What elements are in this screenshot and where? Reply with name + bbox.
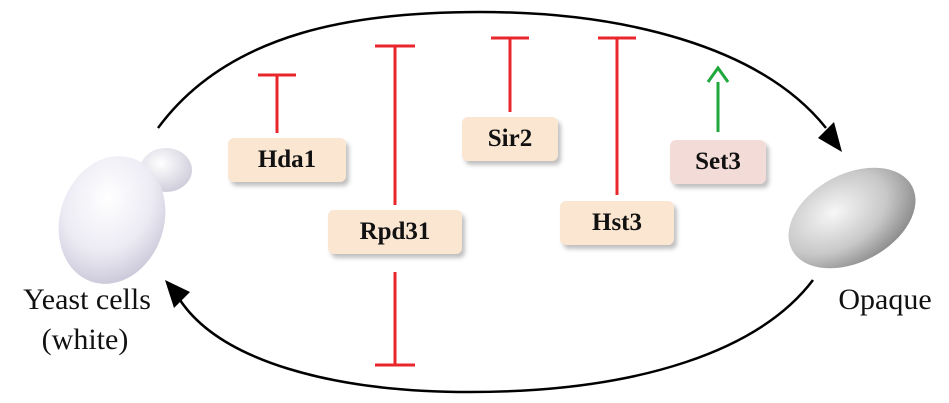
set3-arrowhead-icon <box>706 65 730 83</box>
regulator-box-set3: Set3 <box>670 140 766 184</box>
opaque-cell-icon <box>788 167 916 269</box>
white-yeast-cell-icon <box>58 148 192 284</box>
regulator-box-hda1: Hda1 <box>228 138 346 182</box>
regulator-box-hst3: Hst3 <box>560 201 674 245</box>
bottom-arrowhead-icon <box>165 280 190 308</box>
white-cell-label-line1: Yeast cells <box>23 283 151 316</box>
top-arrowhead-icon <box>818 122 842 152</box>
regulator-box-rpd31: Rpd31 <box>328 210 462 254</box>
bottom-cycle-arrow <box>178 279 814 394</box>
opaque-cell-label: Opaque <box>838 283 932 316</box>
regulator-box-sir2: Sir2 <box>462 117 558 161</box>
white-cell-label-line2: (white) <box>41 323 129 356</box>
top-cycle-arrow <box>156 10 827 129</box>
